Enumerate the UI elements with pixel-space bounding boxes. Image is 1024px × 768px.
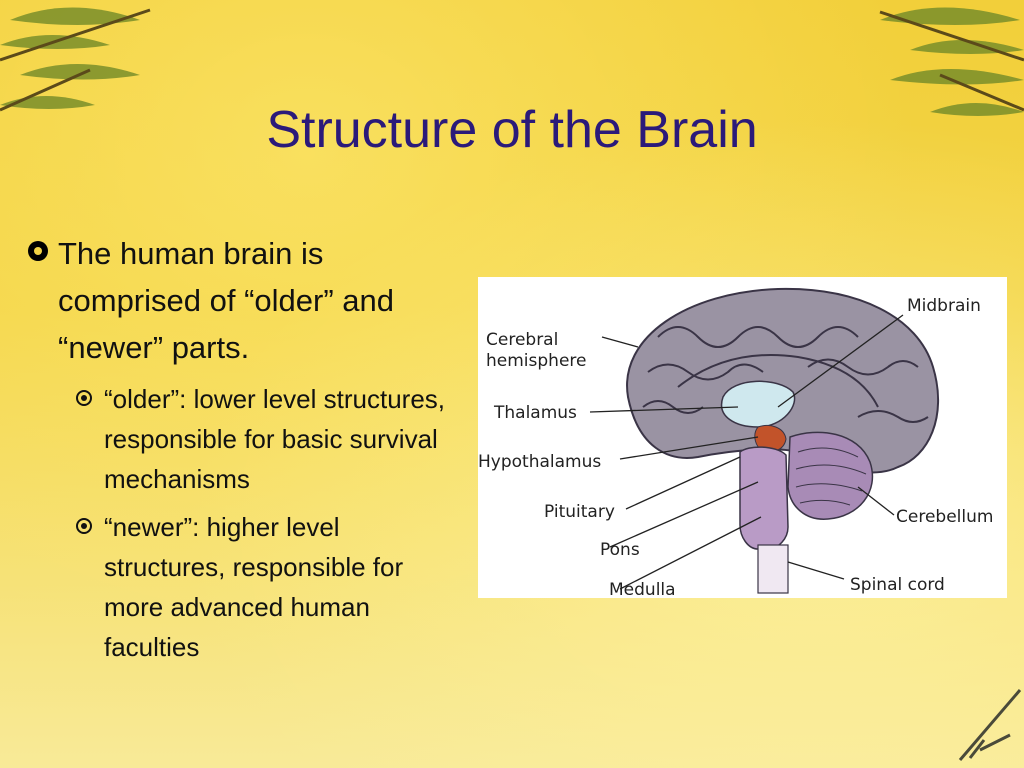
sub-bullet-item: “older”: lower level structures, respons… xyxy=(76,379,464,499)
brain-diagram: Midbrain Cerebral hemisphere Thalamus Hy… xyxy=(478,277,1007,598)
cerebellum-folia xyxy=(795,447,867,506)
label-cerebellum: Cerebellum xyxy=(896,507,993,527)
sub-bullet-text: “newer”: higher level structures, respon… xyxy=(104,512,404,662)
sub-bullet-list: “older”: lower level structures, respons… xyxy=(24,379,464,667)
label-cerebral: Cerebral xyxy=(486,330,558,350)
dot-ring-bullet-icon xyxy=(76,518,92,534)
label-midbrain: Midbrain xyxy=(907,296,981,316)
grass-sprig-icon xyxy=(958,689,1022,761)
filled-ring-bullet-icon xyxy=(28,241,48,261)
cerebral-hemisphere-shape xyxy=(626,287,940,474)
brain-diagram-svg: Midbrain Cerebral hemisphere Thalamus Hy… xyxy=(478,287,993,598)
bullet-text: The human brain is comprised of “older” … xyxy=(58,236,394,365)
bullet-list: The human brain is comprised of “older” … xyxy=(24,230,464,675)
label-pituitary: Pituitary xyxy=(544,502,615,522)
pine-branch-icon xyxy=(879,7,1024,116)
sub-bullet-text: “older”: lower level structures, respons… xyxy=(104,384,445,494)
spinal-cord-shape xyxy=(757,544,789,594)
sub-bullet-item: “newer”: higher level structures, respon… xyxy=(76,507,464,667)
label-medulla: Medulla xyxy=(609,580,676,598)
label-hypothalamus: Hypothalamus xyxy=(478,452,601,472)
brainstem-shape xyxy=(739,446,789,550)
thalamus-shape xyxy=(720,380,796,428)
label-thalamus: Thalamus xyxy=(493,403,577,423)
label-hemisphere: hemisphere xyxy=(486,351,586,371)
dot-ring-bullet-icon xyxy=(76,390,92,406)
leader-lines xyxy=(589,314,904,590)
bullet-item: The human brain is comprised of “older” … xyxy=(24,230,464,371)
pine-branch-icon xyxy=(0,7,151,112)
brain-gyri xyxy=(642,326,929,423)
slide-title: Structure of the Brain xyxy=(266,101,758,159)
label-pons: Pons xyxy=(600,540,640,560)
label-spinal-cord: Spinal cord xyxy=(850,575,945,595)
